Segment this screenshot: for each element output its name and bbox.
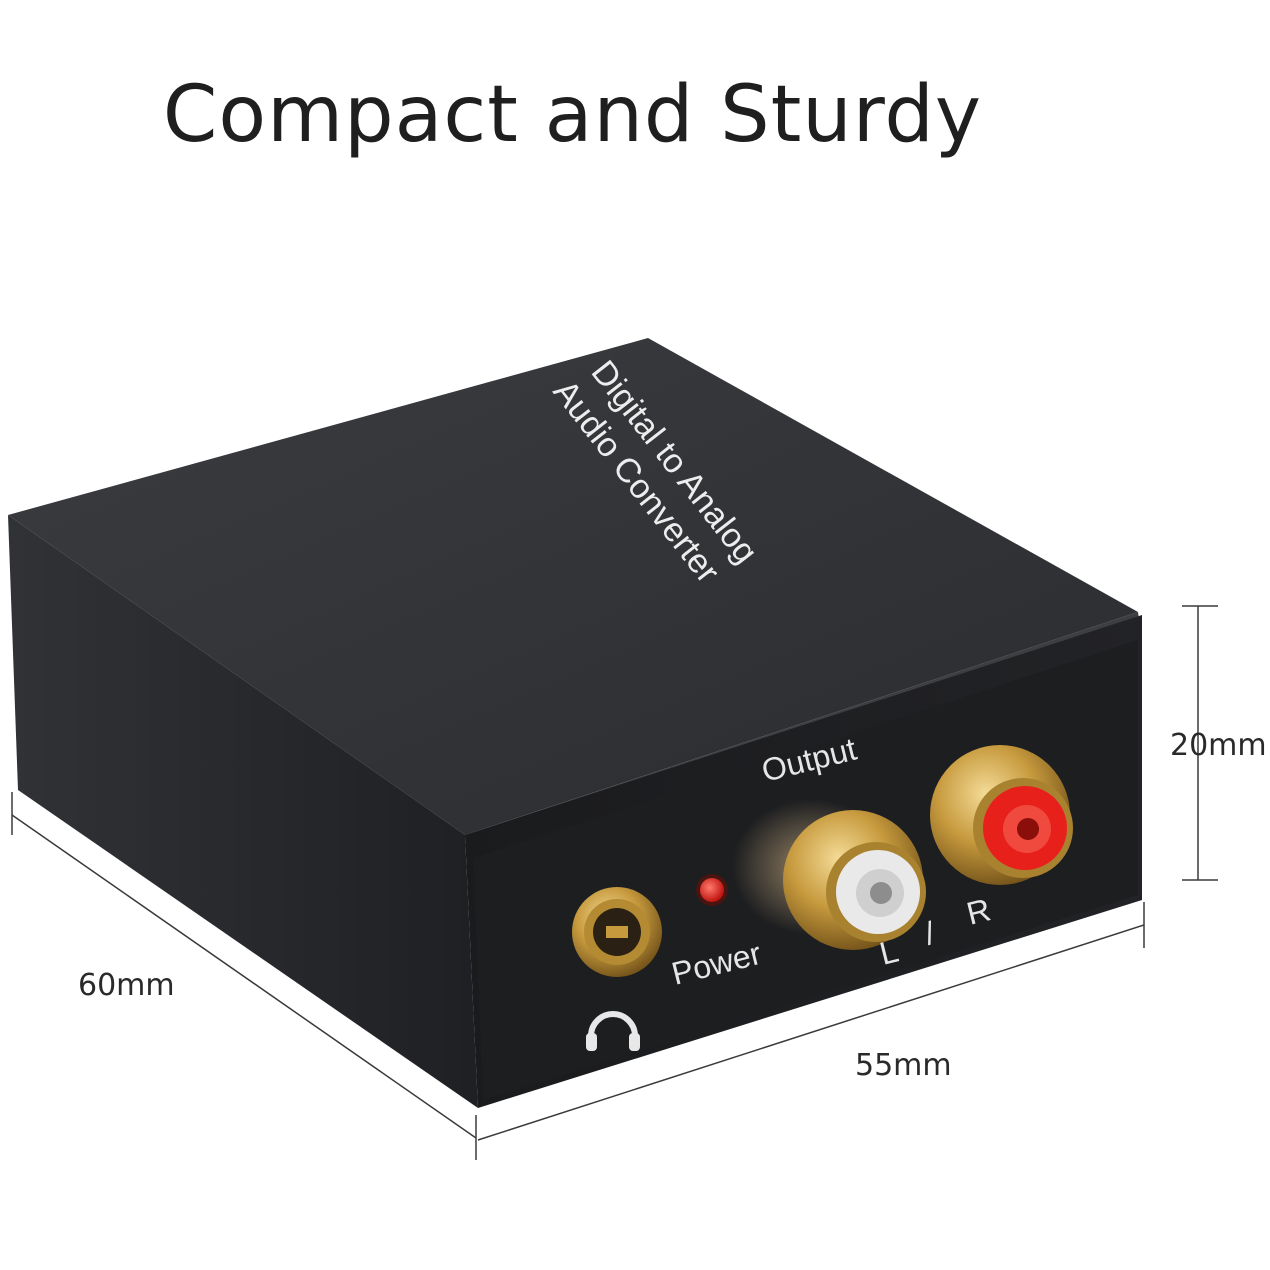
depth-dimension-label: 60mm <box>78 968 175 1003</box>
headline: Compact and Sturdy <box>162 70 983 160</box>
width-dimension-line <box>477 902 1145 1141</box>
rca-left-connector <box>732 799 926 950</box>
width-dimension-label: 55mm <box>855 1048 952 1083</box>
power-led <box>696 874 728 906</box>
rca-right-connector <box>930 745 1073 885</box>
headphone-icon <box>586 1011 640 1051</box>
device-top-face <box>8 338 1138 835</box>
depth-dimension-line <box>11 792 477 1160</box>
height-dimension-line <box>1182 605 1218 881</box>
height-dimension-label: 20mm <box>1170 728 1267 763</box>
headphone-jack <box>572 887 662 977</box>
device-left-face <box>8 515 478 1108</box>
